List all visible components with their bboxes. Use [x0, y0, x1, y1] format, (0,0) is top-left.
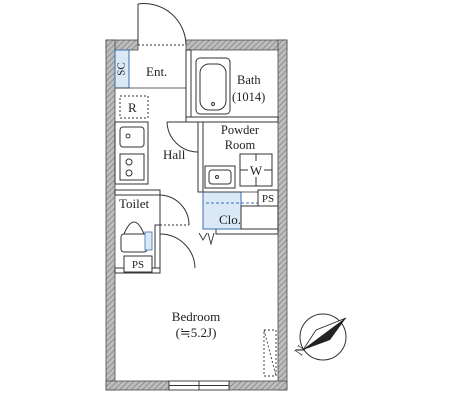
bedroom-cabinet: [263, 329, 277, 377]
interior-walls: [114, 49, 279, 274]
wall-bedroom-top-right: [215, 228, 279, 235]
powder-room-label-line1: Powder: [221, 123, 260, 137]
bath-label: Bath: [237, 73, 261, 87]
toilet-shelf: [144, 231, 153, 251]
refrigerator-label: R: [128, 100, 137, 115]
refrigerator-icon: [119, 95, 149, 119]
door-marker-right: [207, 232, 215, 246]
wall-bottom-left: [105, 380, 170, 391]
closet-label: Clo.: [219, 212, 241, 227]
wall-toilet-right: [154, 224, 161, 274]
entrance-door: [137, 3, 187, 46]
ps-lower-box: [123, 255, 153, 273]
washer-label-bg: [248, 161, 264, 177]
stove-icon: [119, 153, 145, 181]
powder-room-label-line2: Room: [225, 138, 256, 152]
toilet-door: [159, 194, 190, 226]
bedroom-door: [159, 233, 196, 269]
wall-bath-left: [185, 49, 192, 121]
ps-upper-label: PS: [262, 193, 274, 205]
washer-label: W: [250, 163, 263, 178]
wall-right: [277, 39, 288, 391]
wall-top-right: [185, 39, 288, 51]
toilet-label: Toilet: [119, 196, 150, 211]
wall-toilet-top: [114, 189, 161, 196]
bedroom-window: [168, 380, 230, 391]
shoe-closet-label: SC: [116, 62, 128, 75]
entrance-label: Ent.: [146, 64, 167, 79]
wall-bath-bottom: [185, 116, 279, 123]
bathtub-icon: [195, 57, 231, 115]
bedroom-label: Bedroom: [172, 309, 220, 324]
compass-north-icon: [299, 313, 347, 361]
hall-label: Hall: [163, 147, 186, 162]
sink-icon: [119, 126, 145, 148]
closet-extension: [240, 205, 279, 230]
wall-left: [105, 39, 116, 391]
bath-size-label: (1014): [232, 90, 265, 104]
toilet-icon: [120, 221, 148, 253]
door-marker-left: [198, 232, 208, 241]
wall-powder-left: [197, 121, 204, 193]
ps-lower-label: PS: [132, 259, 144, 271]
hall-door: [166, 121, 199, 153]
wall-bottom-right: [228, 380, 288, 391]
bedroom-size-label: (≒5.2J): [176, 325, 217, 340]
washbasin-icon: [204, 165, 236, 189]
